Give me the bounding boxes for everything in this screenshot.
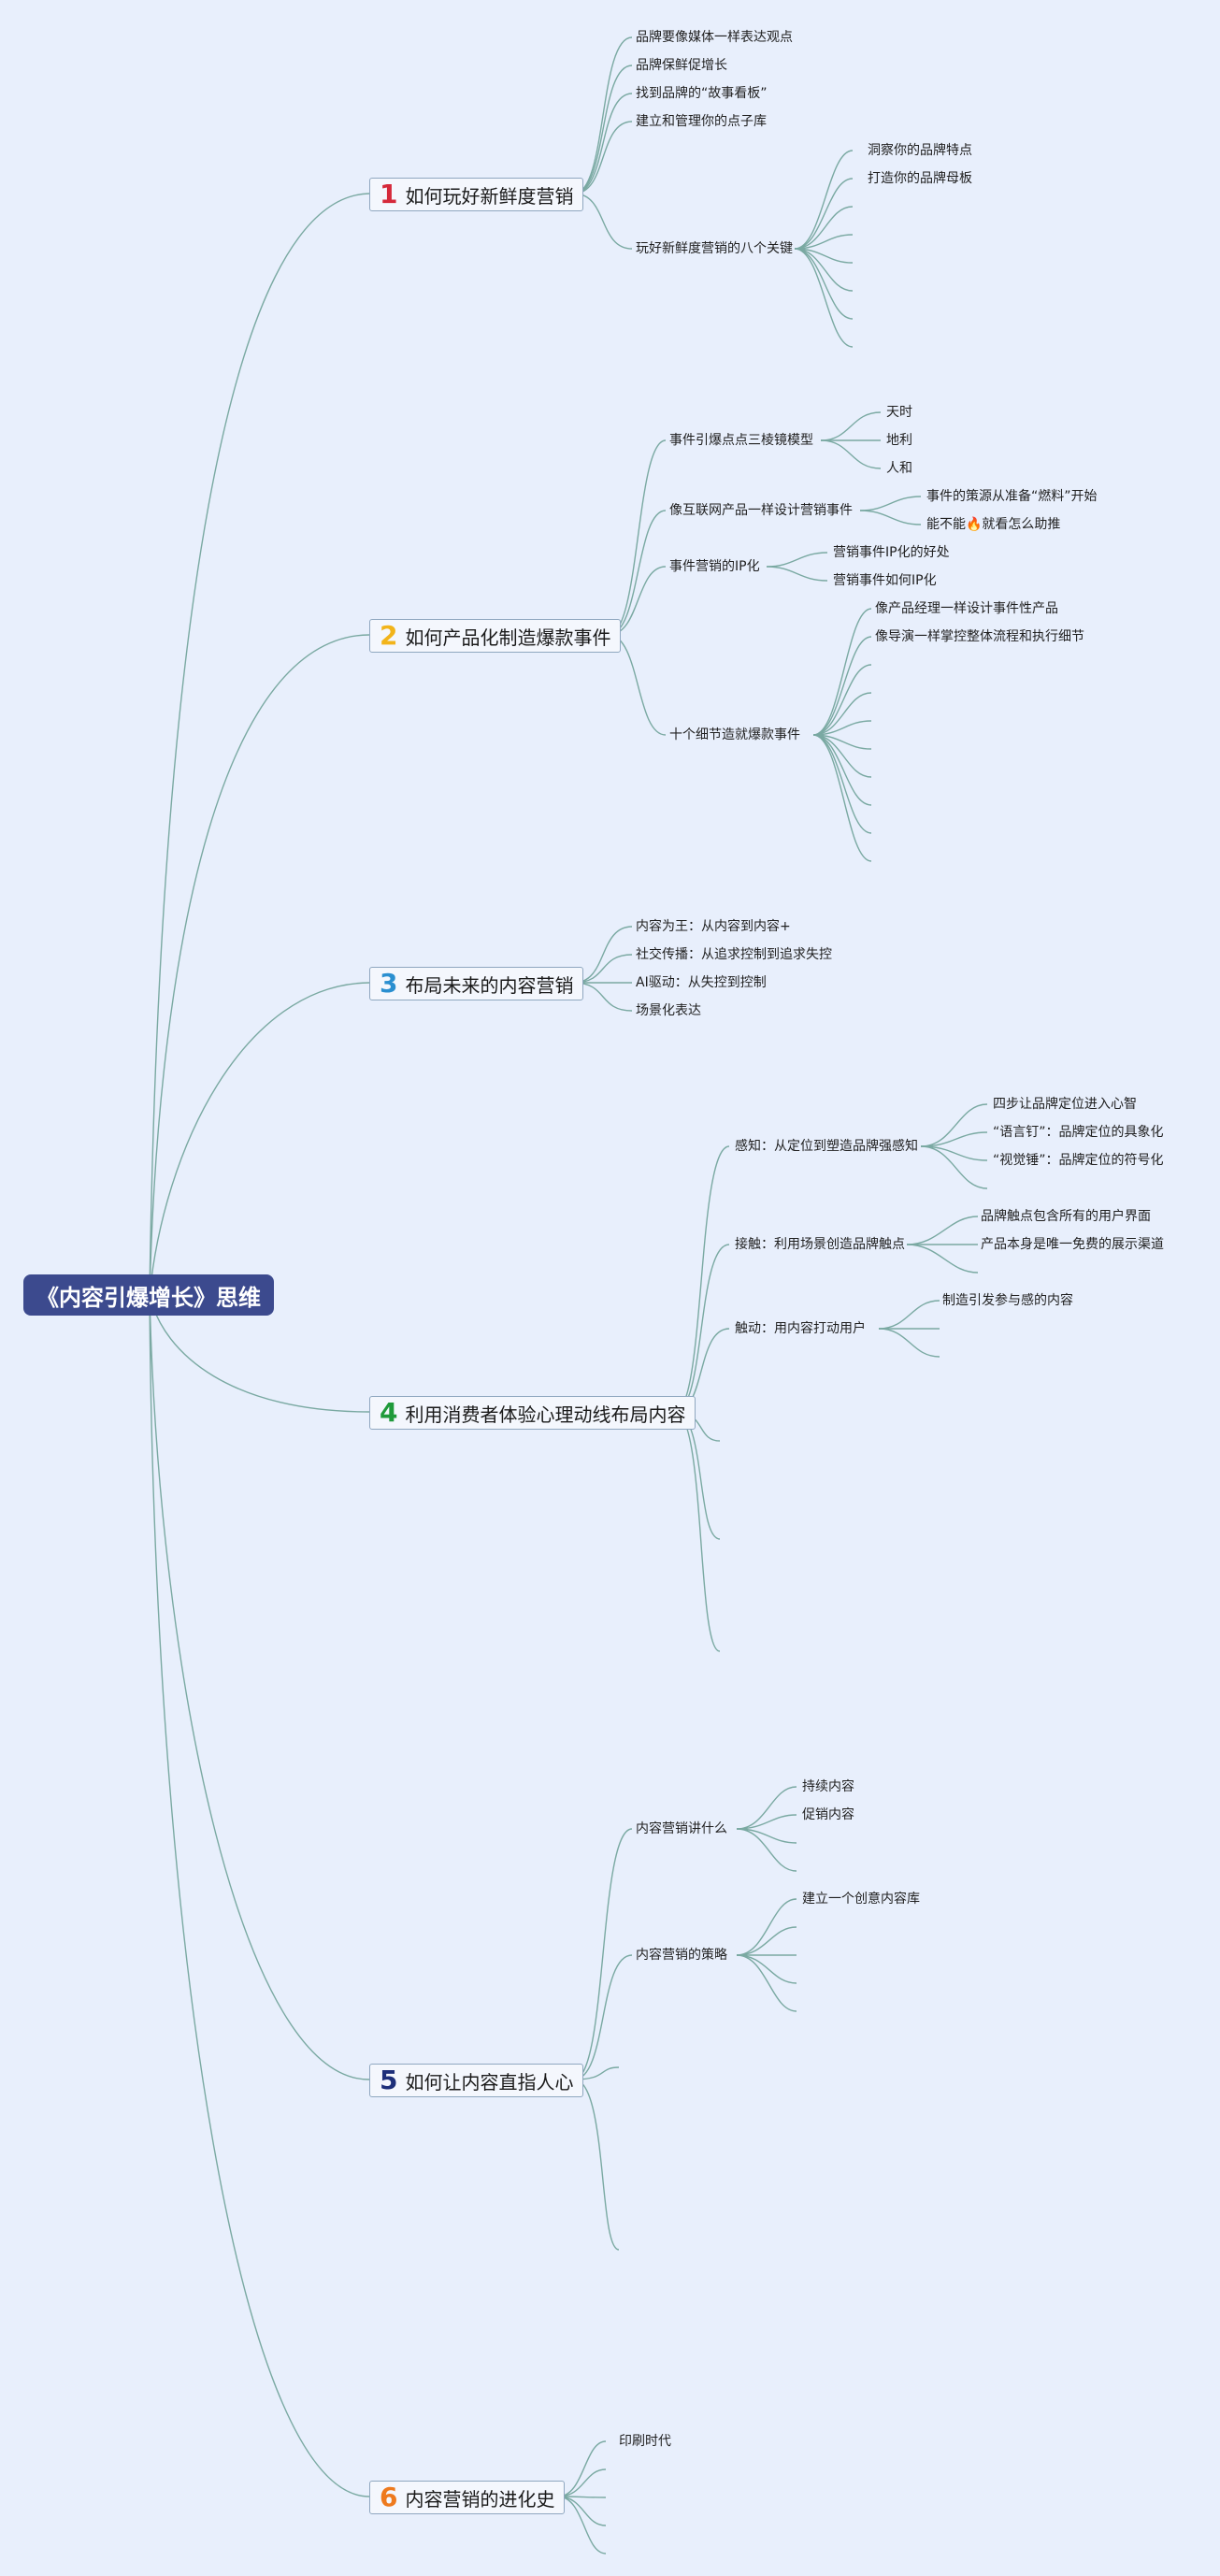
subtopic[interactable]: 找到品牌的“故事看板” [636,86,768,101]
detail-topic[interactable]: 像导演一样掌控整体流程和执行细节 [875,629,1084,644]
subtopic[interactable]: 触动：用内容打动用户 [735,1321,866,1336]
detail-topic[interactable]: 四步让品牌定位进入心智 [993,1097,1137,1112]
subtopic[interactable]: 建立和管理你的点子库 [636,114,767,129]
detail-topic[interactable]: “视觉锤”：品牌定位的符号化 [993,1153,1164,1168]
branch-1-topic[interactable]: 1 如何玩好新鲜度营销 [369,178,584,211]
detail-topic[interactable]: 持续内容 [802,1779,854,1794]
subtopic[interactable]: 内容营销的策略 [636,1948,727,1963]
detail-topic[interactable]: 营销事件IP化的好处 [833,545,950,560]
branch-label: 如何玩好新鲜度营销 [405,184,574,208]
detail-topic[interactable]: 地利 [886,433,912,448]
detail-topic[interactable]: 人和 [886,461,912,476]
branch-5-topic[interactable]: 5 如何让内容直指人心 [369,2064,584,2097]
branch-4-topic[interactable]: 4 利用消费者体验心理动线布局内容 [369,1396,696,1430]
detail-topic[interactable]: 打造你的品牌母板 [868,171,972,186]
detail-topic[interactable]: 能不能🔥就看怎么助推 [926,517,1061,532]
branch-6-topic[interactable]: 6 内容营销的进化史 [369,2481,566,2514]
branch-label: 如何产品化制造爆款事件 [405,626,611,649]
detail-topic[interactable]: 洞察你的品牌特点 [868,143,972,158]
subtopic[interactable]: 内容营销讲什么 [636,1821,727,1836]
subtopic[interactable]: 社交传播：从追求控制到追求失控 [636,947,832,962]
subtopic[interactable]: 玩好新鲜度营销的八个关键 [636,241,793,256]
subtopic[interactable]: 印刷时代 [619,2434,671,2449]
subtopic[interactable]: AI驱动：从失控到控制 [636,975,767,990]
branch-3-topic[interactable]: 3 布局未来的内容营销 [369,967,584,1000]
subtopic[interactable]: 场景化表达 [636,1003,701,1018]
detail-topic[interactable]: 产品本身是唯一免费的展示渠道 [981,1237,1164,1252]
branch-label: 利用消费者体验心理动线布局内容 [405,1403,686,1426]
detail-topic[interactable]: 制造引发参与感的内容 [942,1293,1073,1308]
subtopic[interactable]: 品牌保鲜促增长 [636,58,727,73]
root-topic[interactable]: 《内容引爆增长》思维 [23,1274,274,1316]
branch-number: 1 [380,179,398,209]
subtopic[interactable]: 事件引爆点点三棱镜模型 [669,433,813,448]
subtopic[interactable]: 内容为王：从内容到内容+ [636,919,791,934]
branch-number: 4 [380,1397,398,1428]
subtopic[interactable]: 事件营销的IP化 [669,559,760,574]
branch-label: 布局未来的内容营销 [405,973,574,997]
detail-topic[interactable]: 天时 [886,405,912,420]
detail-topic[interactable]: 营销事件如何IP化 [833,573,937,588]
subtopic[interactable]: 感知：从定位到塑造品牌强感知 [735,1139,918,1154]
detail-topic[interactable]: 事件的策源从准备“燃料”开始 [926,489,1098,504]
detail-topic[interactable]: 建立一个创意内容库 [802,1892,920,1907]
detail-topic[interactable]: 品牌触点包含所有的用户界面 [981,1209,1151,1224]
branch-number: 5 [380,2065,398,2095]
subtopic[interactable]: 十个细节造就爆款事件 [669,727,800,742]
detail-topic[interactable]: “语言钉”：品牌定位的具象化 [993,1125,1164,1140]
branch-number: 2 [380,620,398,651]
branch-label: 内容营销的进化史 [405,2487,555,2511]
branch-label: 如何让内容直指人心 [405,2070,574,2094]
detail-topic[interactable]: 促销内容 [802,1807,854,1822]
subtopic[interactable]: 像互联网产品一样设计营销事件 [669,503,853,518]
detail-topic[interactable]: 像产品经理一样设计事件性产品 [875,601,1058,616]
subtopic[interactable]: 品牌要像媒体一样表达观点 [636,30,793,45]
branch-number: 6 [380,2482,398,2512]
branch-number: 3 [380,968,398,999]
branch-2-topic[interactable]: 2 如何产品化制造爆款事件 [369,619,622,653]
subtopic[interactable]: 接触：利用场景创造品牌触点 [735,1237,905,1252]
